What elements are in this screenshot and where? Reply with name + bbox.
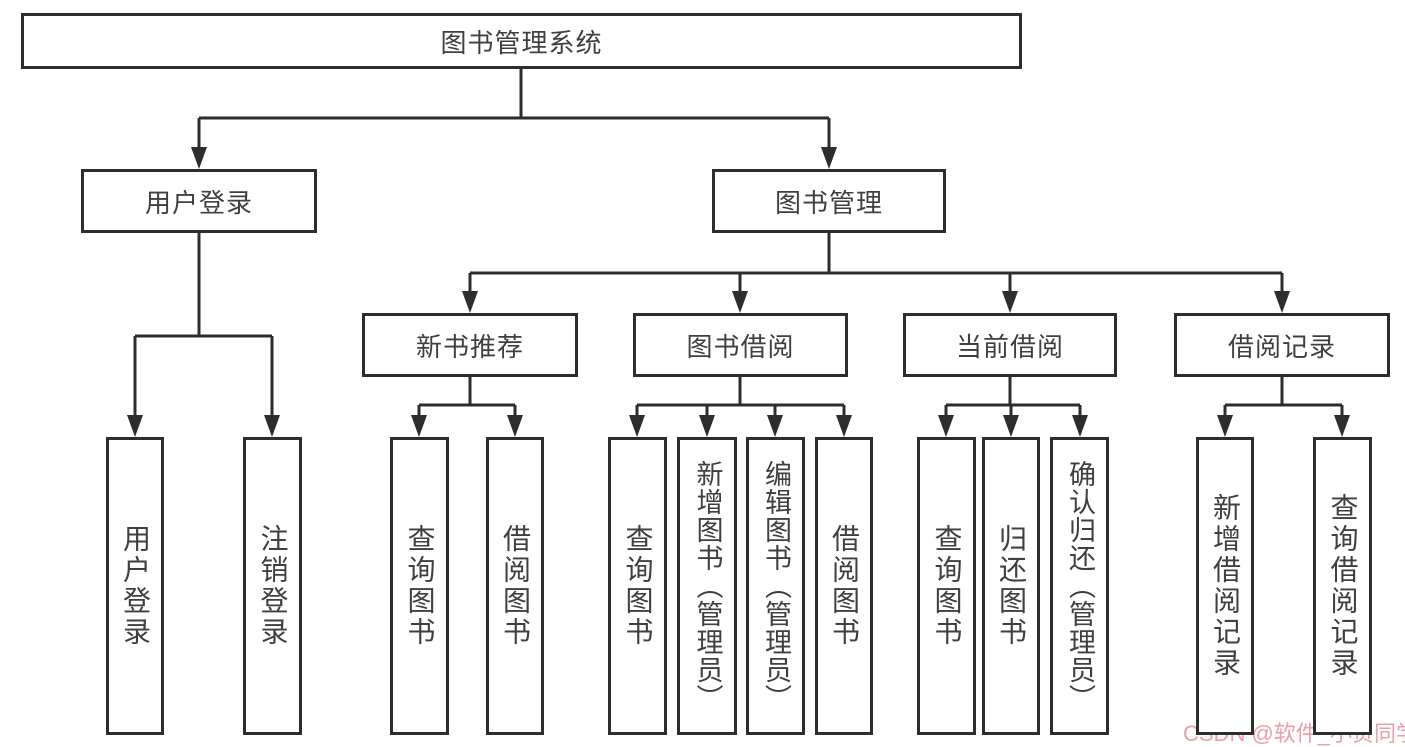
arrow-icon [127,415,143,437]
node-book-borrow: 图书借阅 [633,313,848,377]
leaf-add-borrow-record: 新增借阅记录 [1196,437,1254,735]
arrow-icon [191,147,207,169]
arrow-icon [938,415,954,437]
node-book-management: 图书管理 [712,169,946,233]
tree-edges [133,68,1344,420]
arrow-icon [767,415,783,437]
leaf-user-login: 用户登录 [106,437,164,735]
arrow-icon [1217,415,1233,437]
arrow-icon [462,291,478,313]
node-root: 图书管理系统 [21,13,1022,69]
arrow-icon [629,415,645,437]
node-label: 查询借阅记录 [1327,493,1359,679]
node-label: 图书管理 [774,187,883,218]
arrow-icon [821,147,837,169]
node-label: 新增图书（管理员） [692,460,723,712]
node-label: 确认归还（管理员） [1065,460,1095,712]
node-label: 查询图书 [404,524,436,648]
node-borrow-record: 借阅记录 [1174,313,1390,377]
arrow-icon [1003,415,1019,437]
leaf-query-books-current: 查询图书 [917,437,976,735]
arrow-icon [699,415,715,437]
leaf-add-books-admin: 新增图书（管理员） [677,437,737,735]
node-label: 注销登录 [257,524,289,648]
arrow-icon [411,415,427,437]
node-label: 用户登录 [120,524,151,648]
node-label: 借阅记录 [1227,331,1336,362]
node-label: 编辑图书（管理员） [761,460,791,712]
node-user-login: 用户登录 [81,169,317,233]
arrow-icon [264,415,280,437]
leaf-query-books-borrow: 查询图书 [608,437,667,735]
arrow-icon [1334,415,1350,437]
arrow-icon [1274,291,1290,313]
node-new-book-recommend: 新书推荐 [362,313,578,377]
node-label: 新增借阅记录 [1210,493,1241,679]
node-label: 图书借阅 [686,331,795,362]
node-label: 图书管理系统 [440,27,603,58]
leaf-logout: 注销登录 [243,437,302,735]
arrow-icon [1002,291,1018,313]
node-label: 归还图书 [996,524,1027,648]
arrow-icon [507,415,523,437]
node-current-borrow: 当前借阅 [903,313,1117,377]
arrow-icon [836,415,852,437]
leaf-edit-books-admin: 编辑图书（管理员） [746,437,805,735]
node-label: 查询图书 [931,524,963,648]
leaf-confirm-return-admin: 确认归还（管理员） [1050,437,1109,735]
arrowheads [127,147,1350,437]
node-label: 新书推荐 [415,331,524,362]
leaf-return-books: 归还图书 [982,437,1040,735]
leaf-borrow-books-borrow: 借阅图书 [815,437,873,735]
arrow-icon [1072,415,1088,437]
arrow-icon [732,291,748,313]
leaf-query-borrow-record: 查询借阅记录 [1313,437,1372,735]
node-label: 借阅图书 [500,524,531,648]
leaf-borrow-books-recommend: 借阅图书 [486,437,544,735]
node-label: 当前借阅 [955,331,1064,362]
node-label: 借阅图书 [829,524,860,648]
node-label: 用户登录 [144,187,253,218]
leaf-query-books-recommend: 查询图书 [390,437,449,735]
node-label: 查询图书 [622,524,654,648]
